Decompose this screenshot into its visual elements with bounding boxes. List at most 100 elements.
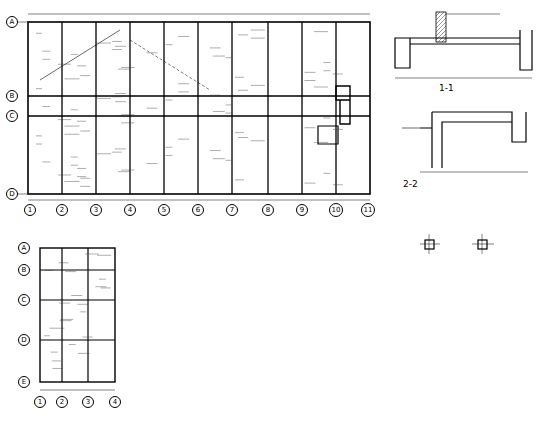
note-stroke <box>147 108 158 109</box>
note-stroke <box>304 72 315 73</box>
note-stroke <box>210 95 221 96</box>
axis-wall <box>129 22 130 194</box>
note-stroke <box>51 352 58 353</box>
note-stroke <box>64 181 79 182</box>
note-stroke <box>112 49 122 50</box>
note-stroke <box>115 101 126 102</box>
axis-bubble: B <box>6 90 18 102</box>
note-stroke <box>78 353 90 354</box>
note-stroke <box>213 56 225 57</box>
note-stroke <box>147 52 158 53</box>
axis-bubble: C <box>18 294 30 306</box>
note-stroke <box>44 335 50 336</box>
axis-bubble: 4 <box>124 204 136 216</box>
axis-label: A <box>22 245 27 252</box>
axis-label: 5 <box>162 207 166 214</box>
axis-label: E <box>22 379 26 386</box>
note-stroke <box>304 183 315 184</box>
note-stroke <box>121 170 134 171</box>
note-stroke <box>49 328 64 329</box>
axis-label: 11 <box>364 207 373 214</box>
note-stroke <box>210 150 221 151</box>
note-stroke <box>80 75 90 76</box>
note-stroke <box>147 163 158 164</box>
note-stroke <box>251 85 265 86</box>
note-stroke <box>58 64 71 65</box>
note-stroke <box>314 31 328 32</box>
note-stroke <box>101 287 111 288</box>
note-stroke <box>304 127 315 128</box>
note-stroke <box>304 80 315 81</box>
axis-bubble: 4 <box>109 396 121 408</box>
note-stroke <box>165 100 172 101</box>
note-stroke <box>80 178 90 179</box>
note-stroke <box>333 184 343 185</box>
note-stroke <box>112 152 122 153</box>
axis-bubble: 11 <box>361 203 375 217</box>
note-stroke <box>121 114 134 115</box>
axis-wall <box>163 22 164 194</box>
axis-label: 3 <box>86 399 90 406</box>
note-stroke <box>80 311 86 312</box>
note-stroke <box>238 90 248 91</box>
note-stroke <box>64 78 79 79</box>
note-stroke <box>235 132 244 133</box>
axis-label: 9 <box>300 207 304 214</box>
note-stroke <box>71 54 78 55</box>
note-stroke <box>83 337 93 338</box>
note-stroke <box>36 33 42 34</box>
main-plan <box>10 14 370 200</box>
axis-bubble: 3 <box>90 204 102 216</box>
note-stroke <box>80 186 90 187</box>
note-stroke <box>314 87 328 88</box>
note-stroke <box>97 255 111 256</box>
axis-label: 2 <box>60 399 64 406</box>
axis-label: B <box>22 267 27 274</box>
note-stroke <box>58 262 68 263</box>
axis-bubble: E <box>18 376 30 388</box>
note-stroke <box>77 304 88 305</box>
note-stroke <box>235 179 244 180</box>
note-stroke <box>226 160 232 161</box>
note-stroke <box>58 119 71 120</box>
note-stroke <box>59 303 70 304</box>
axis-wall <box>197 22 198 194</box>
note-stroke <box>45 270 53 271</box>
note-stroke <box>60 319 73 320</box>
axis-label: 8 <box>266 207 270 214</box>
note-stroke <box>36 88 42 89</box>
section-label: 1-1 <box>438 84 455 93</box>
section-2-2 <box>402 112 528 172</box>
note-stroke <box>77 176 86 177</box>
axis-bubble: 3 <box>82 396 94 408</box>
note-stroke <box>251 38 265 39</box>
axis-bubble: 10 <box>329 203 343 217</box>
axis-wall <box>95 22 96 194</box>
axis-bubble: 1 <box>24 204 36 216</box>
axis-label: 1 <box>28 207 32 214</box>
note-stroke <box>36 135 42 136</box>
note-stroke <box>112 96 122 97</box>
note-stroke <box>118 171 130 172</box>
section-1-1 <box>395 12 532 78</box>
note-stroke <box>115 148 126 149</box>
note-stroke <box>238 34 248 35</box>
axis-bubble: 5 <box>158 204 170 216</box>
note-stroke <box>36 144 42 145</box>
note-stroke <box>112 41 122 42</box>
axis-label: 3 <box>94 207 98 214</box>
note-stroke <box>77 168 86 169</box>
note-stroke <box>69 344 76 345</box>
note-stroke <box>235 77 244 78</box>
note-stroke <box>178 83 189 84</box>
axis-wall <box>267 22 268 194</box>
note-stroke <box>115 46 126 47</box>
axis-label: A <box>10 19 15 26</box>
note-stroke <box>71 109 78 110</box>
note-stroke <box>64 134 79 135</box>
note-stroke <box>42 161 50 162</box>
note-stroke <box>52 368 62 369</box>
note-stroke <box>42 59 50 60</box>
axis-label: 10 <box>332 207 341 214</box>
